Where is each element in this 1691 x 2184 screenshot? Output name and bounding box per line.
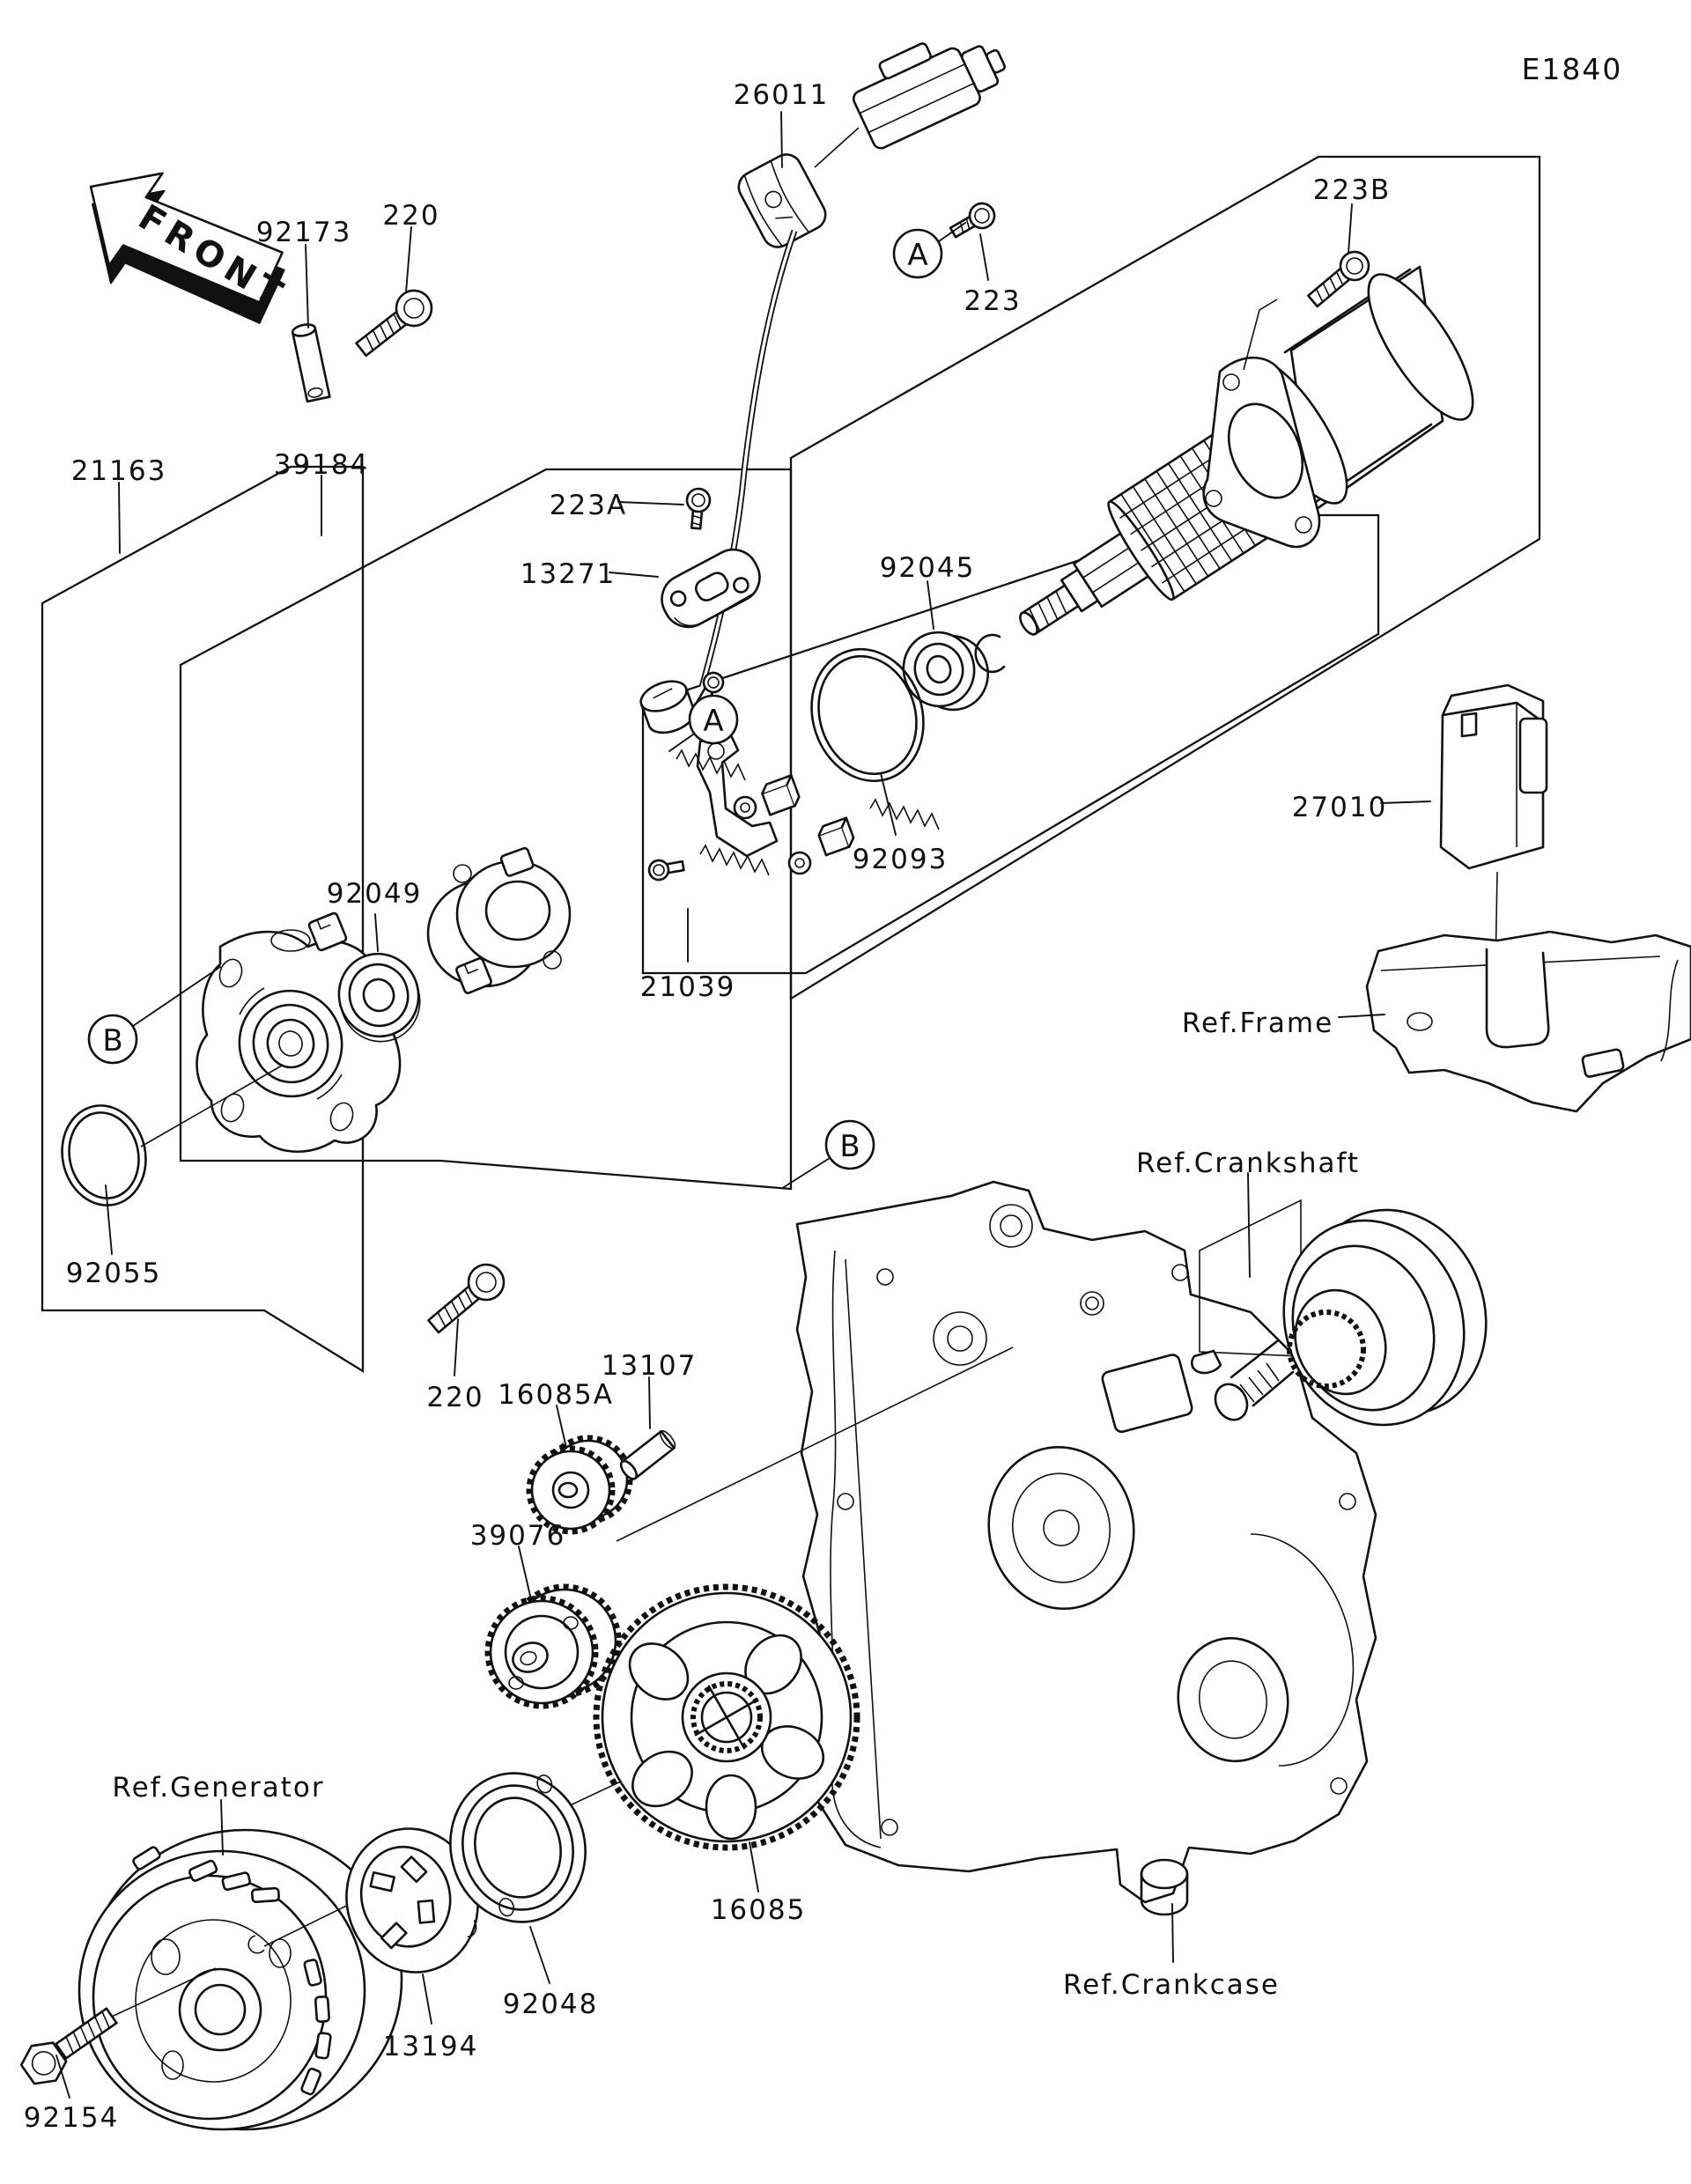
detail-a-letter: A <box>907 238 927 273</box>
screw-223-sketch <box>949 202 996 239</box>
label-21039: 21039 <box>640 971 736 1003</box>
generator-rotor-sketch <box>77 1828 501 2131</box>
label-27010: 27010 <box>1292 792 1388 823</box>
detail-marker-b-left: B <box>87 966 221 1065</box>
label-16085a: 16085A <box>498 1379 614 1411</box>
crankshaft-sketch <box>1190 1172 1488 1427</box>
detail-b-letter: B <box>102 1023 122 1059</box>
label-13194: 13194 <box>383 2031 479 2062</box>
screw-220-top-sketch <box>355 289 433 358</box>
group-box-39184 <box>179 468 793 1191</box>
label-13271: 13271 <box>521 558 617 590</box>
label-92093: 92093 <box>853 844 949 875</box>
detail-marker-a-mid: A <box>668 694 739 752</box>
label-ref-frame: Ref.Frame <box>1182 1007 1333 1039</box>
screw-223b-sketch <box>1307 250 1370 308</box>
pin-13107-sketch <box>619 1430 676 1480</box>
label-92173: 92173 <box>256 217 352 248</box>
label-92055: 92055 <box>66 1258 162 1289</box>
label-223: 223 <box>964 285 1021 317</box>
crankcase-sketch <box>795 1180 1377 1916</box>
detail-marker-a-top: A <box>892 222 966 279</box>
detail-marker-b-mid: B <box>783 1119 875 1188</box>
brush-holder-group-sketch <box>307 671 940 994</box>
label-223b: 223B <box>1313 174 1391 206</box>
brush-holder-body-sketch <box>426 846 572 988</box>
screw-223a-sketch <box>685 487 712 530</box>
oring-92055-sketch <box>61 1104 147 1206</box>
starter-cable-sketch <box>698 42 1007 688</box>
oring-92093-sketch <box>810 647 925 783</box>
motor-gasket-sketch <box>1202 299 1321 549</box>
label-92154: 92154 <box>24 2102 120 2134</box>
group-box-motor <box>789 155 1541 1001</box>
relay-27010-sketch <box>1380 683 1548 1021</box>
plate-92048-sketch <box>449 1772 587 1923</box>
terminal-plate-13271-sketch <box>661 548 761 629</box>
pin-92173-sketch <box>291 323 331 403</box>
label-ref-generator: Ref.Generator <box>112 1772 324 1804</box>
label-21163: 21163 <box>71 455 167 487</box>
label-39076: 39076 <box>470 1520 566 1552</box>
label-ref-crankcase: Ref.Crankcase <box>1063 1969 1280 2001</box>
gear-39076-sketch <box>484 1583 622 1709</box>
gear-16085a-sketch <box>526 1435 633 1535</box>
frame-sketch <box>1338 930 1691 1113</box>
label-92045: 92045 <box>880 552 976 584</box>
bearing-92049-sketch <box>337 952 421 1043</box>
gear-16085-sketch <box>593 1583 860 1851</box>
detail-b-letter-2: B <box>839 1129 860 1164</box>
label-220-bottom: 220 <box>426 1382 484 1413</box>
detail-a-letter-2: A <box>703 704 723 739</box>
clutch-13194-sketch <box>345 1827 484 1974</box>
group-box-21163 <box>41 465 365 1374</box>
front-direction-marker: FRONT <box>89 172 294 324</box>
label-39184: 39184 <box>274 449 370 481</box>
label-16085: 16085 <box>711 1894 807 1926</box>
screw-220-bottom-sketch <box>427 1263 506 1334</box>
label-13107: 13107 <box>602 1350 698 1382</box>
label-92048: 92048 <box>503 1988 599 2020</box>
bearing-92045-sketch <box>902 580 1006 712</box>
label-ref-crankshaft: Ref.Crankshaft <box>1136 1147 1360 1179</box>
label-26011: 26011 <box>734 79 830 111</box>
label-220-top: 220 <box>382 200 439 232</box>
label-223a: 223A <box>550 490 627 521</box>
page-code: E1840 <box>1522 52 1623 86</box>
bolt-92154-sketch <box>19 2007 118 2085</box>
label-92049: 92049 <box>327 878 423 910</box>
